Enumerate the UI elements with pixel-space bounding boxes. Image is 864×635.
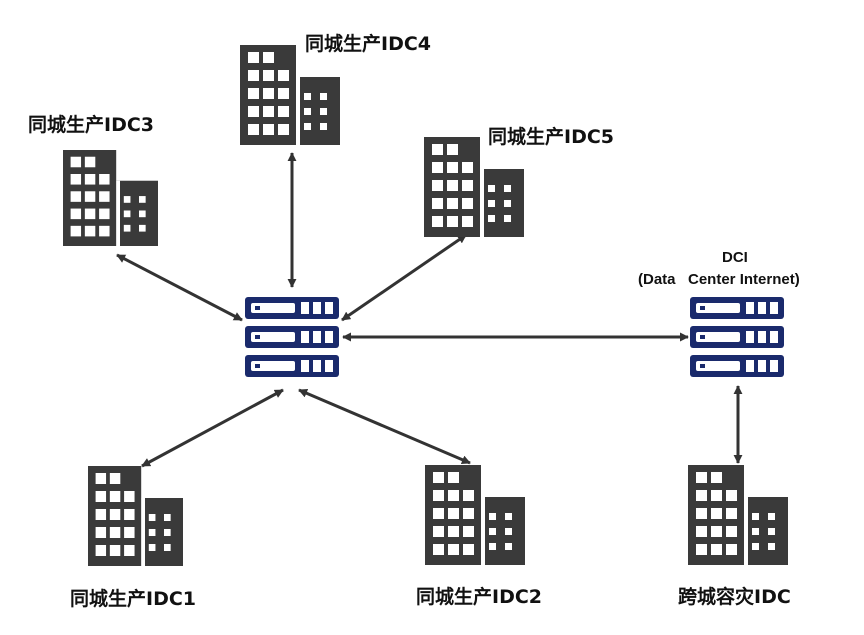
link-hub-idc5 bbox=[341, 233, 467, 322]
label-dci-subtitle: (Data Center Internet) bbox=[638, 271, 800, 288]
link-hub-idc1 bbox=[141, 388, 284, 468]
label-idc3: 同城生产IDC3 bbox=[28, 113, 154, 136]
building-icon-idc1 bbox=[88, 466, 183, 566]
label-idc1: 同城生产IDC1 bbox=[70, 587, 196, 610]
building-icon-idc4 bbox=[240, 45, 340, 145]
building-icon-idc2 bbox=[425, 465, 525, 565]
switch-icon-dci bbox=[690, 297, 784, 377]
label-dci-title: DCI bbox=[722, 249, 748, 266]
building-icon-idc5 bbox=[424, 137, 524, 237]
link-hub-idc2 bbox=[298, 388, 471, 465]
building-icon-idc3 bbox=[63, 150, 158, 246]
building-icon-dr bbox=[688, 465, 788, 565]
label-idc2: 同城生产IDC2 bbox=[416, 585, 542, 608]
label-idc5: 同城生产IDC5 bbox=[488, 125, 614, 148]
link-hub-idc3 bbox=[116, 253, 243, 322]
label-idc4: 同城生产IDC4 bbox=[305, 32, 431, 55]
switch-icon-hub bbox=[245, 297, 339, 377]
label-dr: 跨城容灾IDC bbox=[678, 585, 791, 608]
